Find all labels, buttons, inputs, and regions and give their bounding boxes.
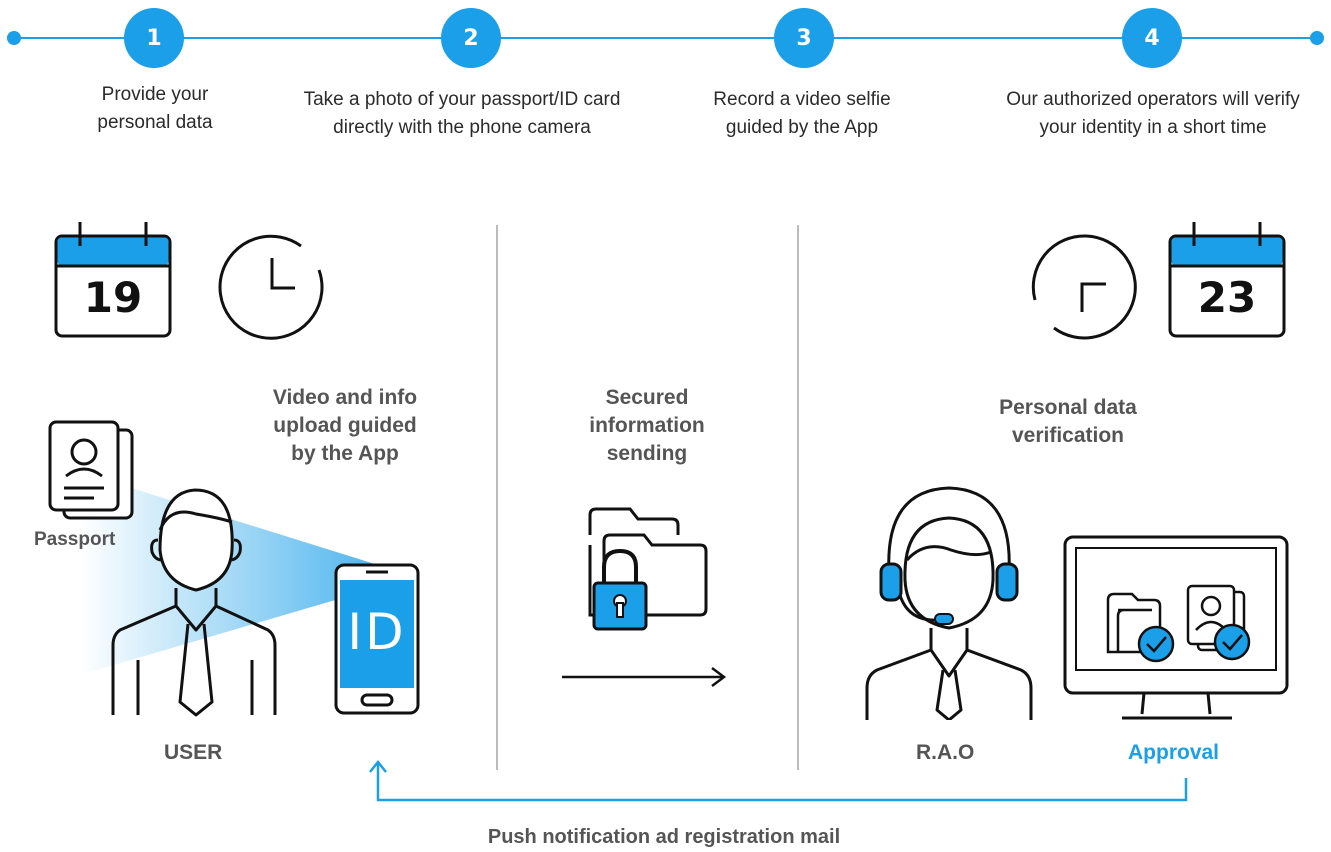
step-3-line-2: guided by the App	[725, 117, 879, 138]
step-4-line-1: Our authorized operators will verify	[1006, 89, 1300, 110]
step-2-line-1: Take a photo of your passport/ID card	[303, 89, 621, 110]
middle-caption-line-2: information	[589, 414, 705, 437]
step-3-line-1: Record a video selfie	[713, 89, 891, 110]
right-caption-line-1: Personal data	[999, 396, 1137, 419]
step-1-number: 1	[124, 8, 184, 68]
user-icon	[111, 488, 277, 717]
checkmark-icon	[1137, 625, 1175, 663]
middle-panel-caption: Secured information sending	[532, 384, 762, 468]
step-4-text: Our authorized operators will verify you…	[968, 86, 1331, 142]
clock-icon	[218, 234, 324, 340]
checkmark-icon-card	[1213, 623, 1251, 661]
step-1-line-1: Provide your	[101, 84, 209, 105]
timeline-start-dot	[7, 31, 21, 45]
calendar-icon-right	[1168, 222, 1286, 338]
monitor-icon	[1063, 535, 1289, 720]
step-2-text: Take a photo of your passport/ID card di…	[262, 86, 662, 142]
middle-caption-line-1: Secured	[605, 386, 689, 409]
middle-caption-line-3: sending	[606, 442, 688, 465]
folder-lock-icon	[588, 507, 708, 631]
step-1-line-2: personal data	[97, 112, 213, 133]
step-4-line-2: your identity in a short time	[1039, 117, 1267, 138]
user-caption-line-1: Video and info	[272, 386, 418, 409]
right-panel-caption: Personal data verification	[953, 394, 1183, 450]
user-panel-caption: Video and info upload guided by the App	[230, 384, 460, 468]
footer-label: Push notification ad registration mail	[487, 826, 841, 848]
step-4-number: 4	[1122, 8, 1182, 68]
step-2-line-2: directly with the phone camera	[333, 117, 591, 138]
user-caption-line-2: upload guided	[273, 414, 417, 437]
divider-left	[496, 225, 498, 770]
right-caption-line-2: verification	[1011, 424, 1125, 447]
step-3-number: 3	[774, 8, 834, 68]
calendar-left-day: 19	[83, 273, 143, 322]
step-1-text: Provide your personal data	[55, 81, 255, 137]
timeline	[7, 31, 1324, 45]
divider-right	[797, 225, 799, 770]
phone-id-glyph: ID	[347, 603, 407, 661]
arrow-right-icon	[562, 667, 727, 687]
rao-label: R.A.O	[916, 741, 975, 764]
clock-icon-right	[1031, 234, 1137, 340]
user-caption-line-3: by the App	[291, 442, 399, 465]
calendar-right-day: 23	[1197, 273, 1257, 322]
user-scene	[48, 420, 420, 717]
calendar-icon	[54, 222, 172, 338]
step-3-text: Record a video selfie guided by the App	[682, 86, 922, 142]
operator-headset-icon	[865, 486, 1033, 720]
approval-label: Approval	[1128, 741, 1220, 764]
smartphone-icon	[334, 563, 420, 715]
passport-icon	[48, 420, 134, 520]
passport-label: Passport	[34, 529, 116, 550]
return-arrow	[369, 759, 1188, 802]
timeline-end-dot	[1310, 31, 1324, 45]
step-2-number: 2	[441, 8, 501, 68]
user-label: USER	[164, 741, 223, 764]
